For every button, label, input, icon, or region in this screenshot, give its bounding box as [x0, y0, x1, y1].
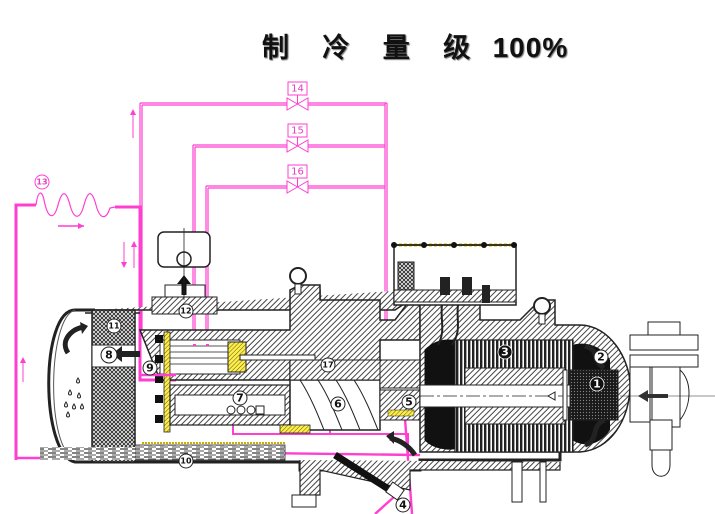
- refrigerant-piping: [14, 102, 421, 514]
- arrow-up-icon: [20, 357, 26, 363]
- valve-icon: [286, 180, 309, 194]
- valve-16[interactable]: 16: [286, 164, 309, 194]
- flow-arrow-icon: [78, 223, 84, 229]
- svg-text:17: 17: [322, 361, 333, 370]
- internal-piping: [140, 344, 209, 377]
- svg-text:2: 2: [597, 351, 605, 364]
- valve-15-label: 15: [291, 126, 304, 137]
- svg-text:6: 6: [334, 398, 342, 411]
- label-5: 5: [401, 394, 417, 410]
- compressor-housing: [40, 284, 562, 508]
- motor: [289, 242, 631, 453]
- svg-text:9: 9: [146, 362, 154, 375]
- svg-text:11: 11: [108, 322, 120, 331]
- flow-arrows: [20, 109, 137, 382]
- valve-15[interactable]: 15: [286, 123, 309, 153]
- label-13: 13: [34, 174, 50, 190]
- valve-14[interactable]: 14: [286, 81, 309, 111]
- solenoid-valves: 14 15 16: [286, 81, 309, 194]
- label-6: 6: [330, 396, 346, 412]
- svg-text:3: 3: [501, 346, 509, 359]
- svg-text:5: 5: [405, 396, 413, 409]
- label-10: 10: [178, 453, 194, 469]
- svg-text:13: 13: [36, 178, 47, 187]
- svg-text:4: 4: [399, 499, 407, 512]
- valve-icon: [286, 139, 309, 153]
- label-8: 8: [100, 346, 118, 364]
- solenoid-block-12: [151, 228, 218, 315]
- svg-text:10: 10: [180, 457, 192, 466]
- arrow-up-icon: [131, 241, 137, 247]
- label-1: 1: [589, 376, 605, 392]
- arrow-down-icon: [121, 262, 127, 268]
- diagram-title: 制 冷 量 级 100%: [262, 26, 568, 65]
- label-4: 4: [395, 497, 411, 513]
- oil-cooler-coil: [35, 192, 116, 229]
- label-9: 9: [142, 360, 158, 376]
- label-11: 11: [106, 318, 122, 334]
- label-7: 7: [232, 390, 248, 406]
- svg-text:1: 1: [593, 378, 601, 391]
- label-12: 12: [178, 303, 194, 319]
- svg-text:7: 7: [236, 392, 244, 405]
- svg-text:8: 8: [105, 349, 113, 362]
- valve-icon: [286, 97, 309, 111]
- title-chinese: 制 冷 量 级: [262, 33, 483, 64]
- curved-arrow-icon: [386, 431, 394, 444]
- title-percentage: 100%: [492, 32, 569, 63]
- arrow-up-icon: [130, 109, 136, 115]
- curved-arrow-icon: [80, 322, 88, 334]
- label-3: 3: [497, 344, 513, 360]
- label-17: 17: [320, 357, 336, 373]
- bearings-7: [226, 405, 265, 415]
- valve-14-label: 14: [291, 84, 304, 95]
- valve-16-label: 16: [291, 167, 304, 178]
- label-2: 2: [593, 349, 609, 365]
- svg-text:12: 12: [180, 307, 191, 316]
- suction-valve: [620, 321, 715, 477]
- oil-droplets: [64, 377, 84, 418]
- component-labels: 1 2 3 4 5 6 7 8 9 10 11 12 13 17: [34, 174, 609, 513]
